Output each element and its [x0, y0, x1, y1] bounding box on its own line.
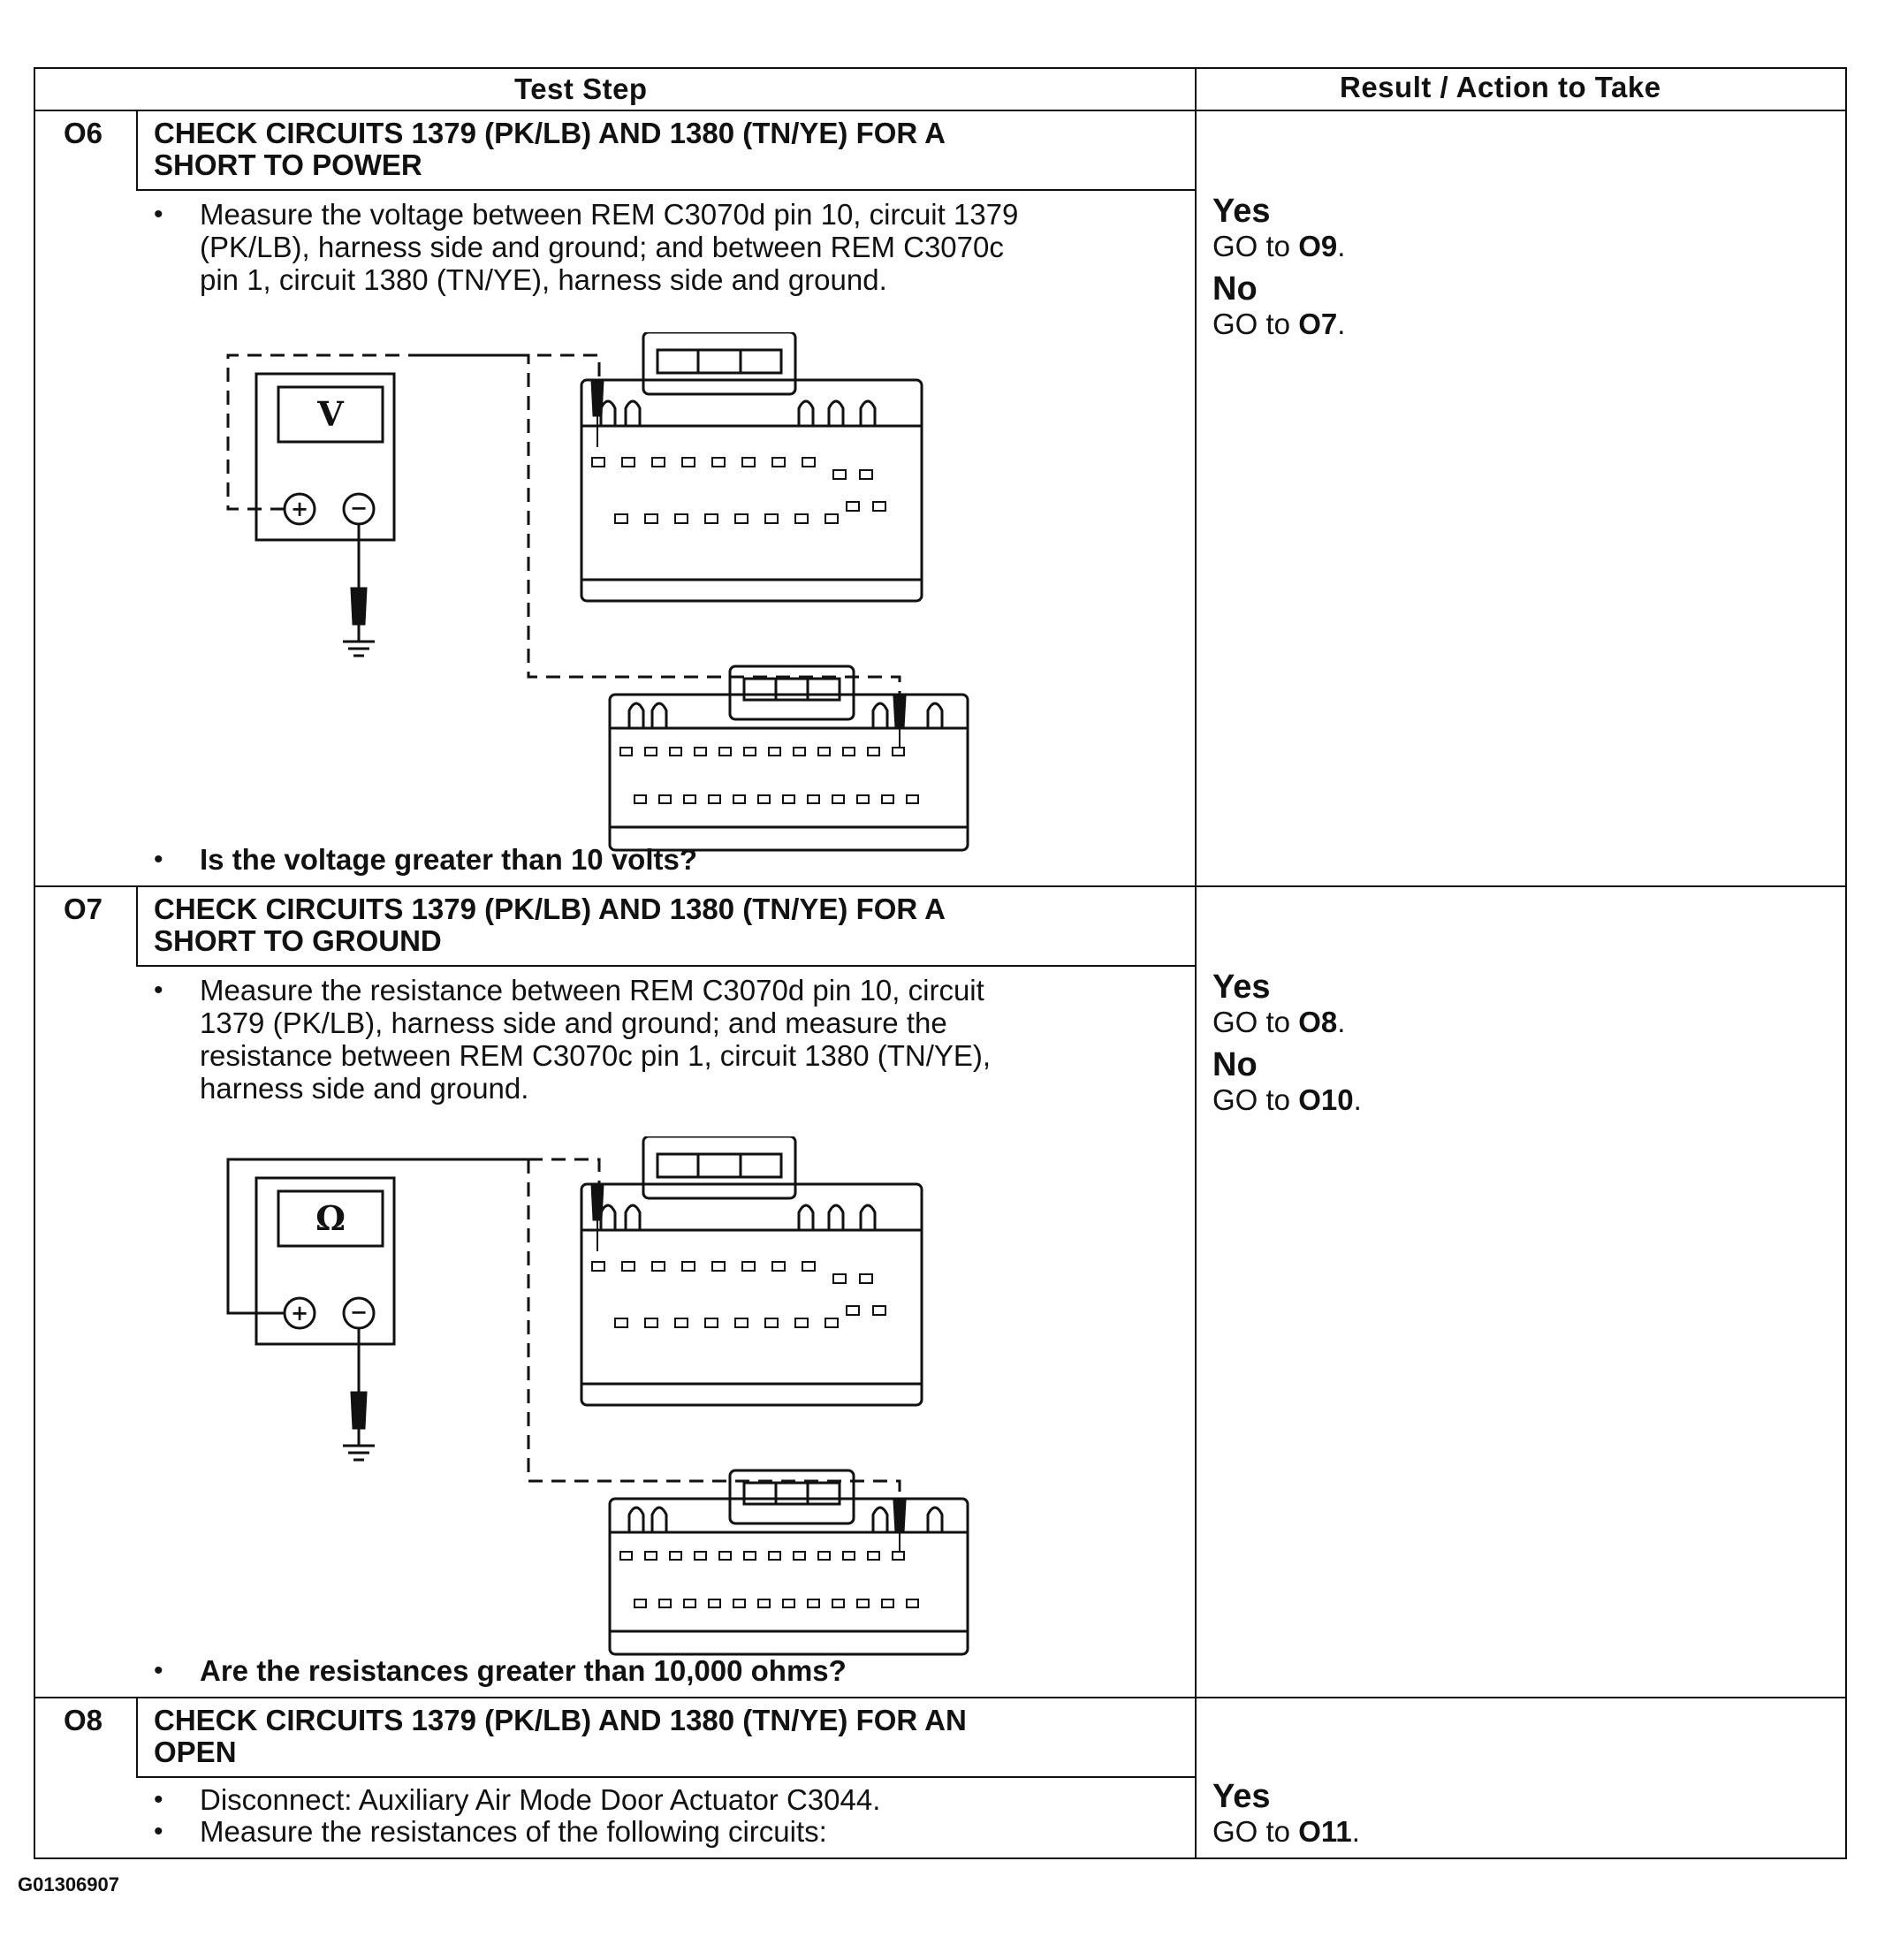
header-result: Result / Action to Take — [1340, 71, 1661, 103]
step-question: Is the voltage greater than 10 volts? — [200, 843, 697, 876]
bullet: • — [154, 1785, 163, 1814]
table-border-top — [34, 67, 1847, 69]
result-no-label: No — [1212, 1046, 1258, 1083]
result-no-target[interactable]: O7 — [1298, 308, 1338, 340]
svg-text:+: + — [291, 496, 308, 521]
body-line: Measure the voltage between REM C3070d p… — [200, 198, 1019, 231]
body-line: harness side and ground. — [200, 1072, 529, 1105]
column-divider — [1195, 67, 1197, 1859]
step-title-line2: OPEN — [154, 1736, 237, 1768]
table-border-right — [1845, 67, 1847, 1859]
table-border-bottom — [34, 1857, 1847, 1859]
body-line: 1379 (PK/LB), harness side and ground; a… — [200, 1007, 947, 1039]
bullet: • — [154, 976, 163, 1005]
step-title-line2: SHORT TO GROUND — [154, 924, 442, 957]
result-yes-label: Yes — [1212, 969, 1271, 1006]
result-yes-target[interactable]: O8 — [1298, 1006, 1338, 1038]
step-id: O6 — [64, 117, 103, 149]
step-id: O7 — [64, 893, 103, 925]
ohmmeter-connector-diagram: + − Ω — [226, 1136, 969, 1656]
header-divider — [34, 110, 1847, 111]
step-id: O8 — [64, 1704, 103, 1736]
svg-text:−: − — [350, 1299, 368, 1325]
bullet: • — [154, 845, 163, 874]
row-divider — [34, 1697, 1847, 1698]
result-yes-label: Yes — [1212, 193, 1271, 230]
svg-text:+: + — [291, 1300, 308, 1326]
voltmeter-connector-diagram: + − V — [226, 332, 969, 852]
result-no-action: GO to O10. — [1212, 1083, 1362, 1116]
result-yes-label: Yes — [1212, 1778, 1271, 1815]
step-title-line1: CHECK CIRCUITS 1379 (PK/LB) AND 1380 (TN… — [154, 893, 946, 925]
result-yes-target[interactable]: O11 — [1298, 1815, 1352, 1848]
figure-id: G01306907 — [18, 1873, 119, 1895]
svg-text:−: − — [350, 495, 368, 520]
step-id-divider — [136, 885, 138, 967]
result-no-label: No — [1212, 270, 1258, 308]
title-divider — [136, 1776, 1195, 1778]
meter-symbol: Ω — [315, 1198, 346, 1238]
bullet: • — [154, 1817, 163, 1846]
body-line: pin 1, circuit 1380 (TN/YE), harness sid… — [200, 263, 887, 296]
body-line: Measure the resistances of the following… — [200, 1815, 827, 1848]
step-title-line1: CHECK CIRCUITS 1379 (PK/LB) AND 1380 (TN… — [154, 1704, 967, 1736]
result-no-action: GO to O7. — [1212, 308, 1346, 340]
table-border-left — [34, 67, 35, 1859]
body-line: Disconnect: Auxiliary Air Mode Door Actu… — [200, 1783, 881, 1816]
diagnostic-table: Test Step Result / Action to Take O6 CHE… — [34, 67, 1847, 1859]
result-no-target[interactable]: O10 — [1298, 1083, 1354, 1116]
row-divider — [34, 885, 1847, 887]
result-yes-action: GO to O8. — [1212, 1006, 1346, 1038]
step-title-line1: CHECK CIRCUITS 1379 (PK/LB) AND 1380 (TN… — [154, 117, 946, 149]
step-id-divider — [136, 110, 138, 191]
step-title-line2: SHORT TO POWER — [154, 148, 422, 181]
body-line: resistance between REM C3070c pin 1, cir… — [200, 1039, 992, 1072]
body-line: Measure the resistance between REM C3070… — [200, 974, 984, 1007]
bullet: • — [154, 1656, 163, 1685]
meter-symbol: V — [316, 394, 345, 434]
header-test-step: Test Step — [514, 72, 648, 105]
result-yes-target[interactable]: O9 — [1298, 230, 1338, 262]
title-divider — [136, 965, 1195, 967]
bullet: • — [154, 200, 163, 229]
meter-body — [255, 372, 396, 542]
body-line: (PK/LB), harness side and ground; and be… — [200, 231, 1004, 263]
title-divider — [136, 189, 1195, 191]
step-question: Are the resistances greater than 10,000 … — [200, 1654, 847, 1687]
result-yes-action: GO to O9. — [1212, 230, 1346, 262]
step-id-divider — [136, 1697, 138, 1778]
result-yes-action: GO to O11. — [1212, 1815, 1360, 1848]
